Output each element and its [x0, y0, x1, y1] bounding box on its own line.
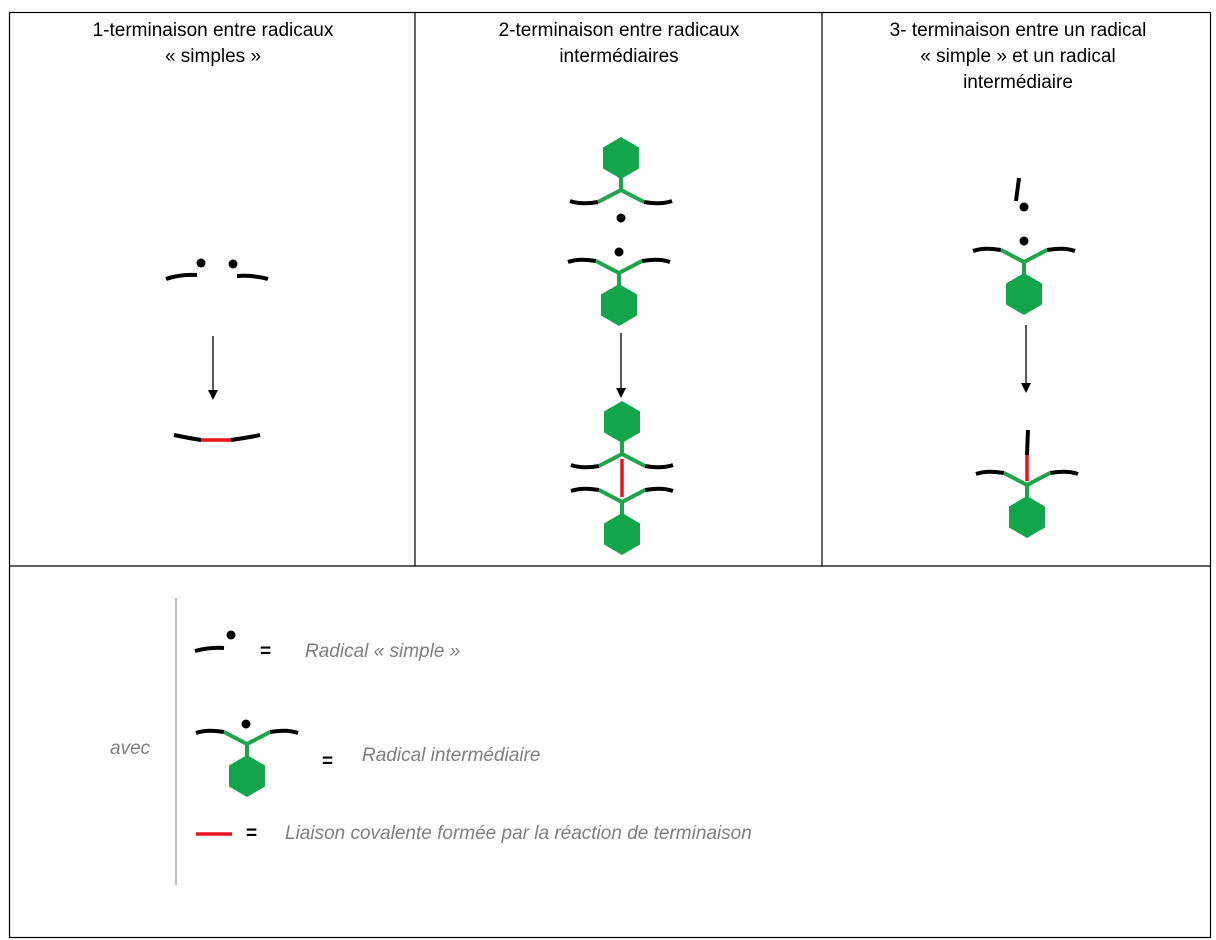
legend-simple-radical-label: Radical « simple » — [305, 641, 461, 662]
legend-intermediate-radical-label: Radical intermédiaire — [362, 745, 541, 766]
column-header-1: 1-terminaison entre radicaux « simples » — [92, 20, 334, 67]
intermediate-radicals-product — [571, 401, 673, 555]
legend-bond-label: Liaison covalente formée par la réaction… — [285, 823, 752, 844]
legend-equals-sign: = — [260, 641, 272, 662]
table-border — [8, 11, 1212, 939]
column-header-3: 3- terminaison entre un radical « simple… — [889, 20, 1147, 93]
simple-radicals-reactants — [165, 258, 269, 281]
mixed-radicals-product — [976, 429, 1078, 538]
simple-radicals-product — [173, 433, 261, 442]
legend-intermediate-radical-icon — [196, 719, 298, 798]
legend-equals-sign: = — [322, 751, 334, 772]
mixed-radicals-reactants — [973, 177, 1075, 315]
legend-simple-radical-icon — [194, 630, 236, 653]
column-header-2: 2-terminaison entre radicaux intermédiai… — [498, 20, 740, 67]
intermediate-radicals-reactants — [568, 137, 672, 326]
legend-equals-sign: = — [246, 823, 258, 844]
legend-avec-label: avec — [110, 738, 151, 759]
